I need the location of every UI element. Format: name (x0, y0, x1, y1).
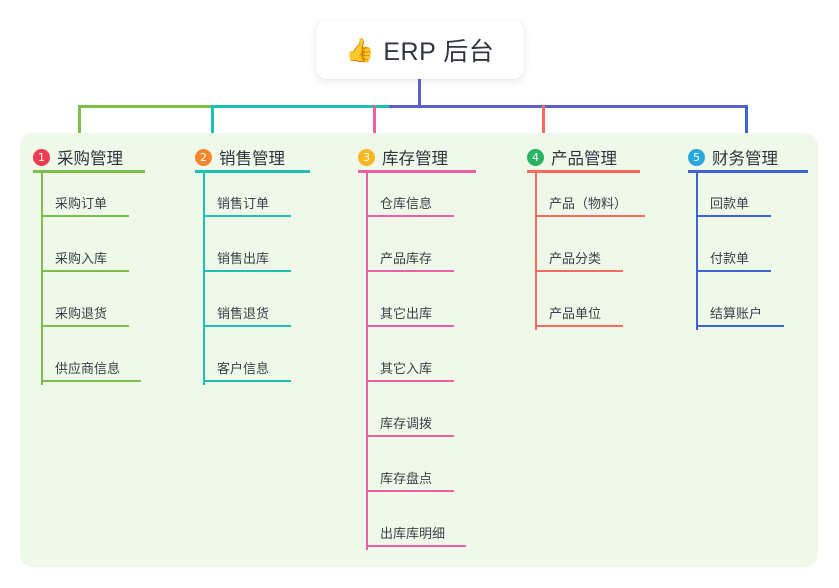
leaf-rule (366, 325, 454, 327)
number-badge-icon: 5 (688, 148, 705, 166)
number-badge-icon: 2 (195, 148, 212, 166)
column-spine (366, 170, 368, 550)
column-header-rule (358, 170, 476, 173)
leaf-label: 付款单 (710, 251, 750, 266)
column-header-3[interactable]: 3 库存管理 (358, 145, 448, 169)
leaf-label: 其它出库 (380, 306, 433, 321)
drop-product (542, 105, 545, 135)
leaf-rule (696, 215, 771, 217)
leaf-label: 其它入库 (380, 361, 433, 376)
column-header-rule (195, 170, 310, 173)
number-badge-icon: 3 (358, 148, 375, 166)
root-stem-connector (418, 79, 421, 106)
seg-green (78, 105, 213, 108)
column-spine (203, 170, 205, 385)
branch-panel: 1 采购管理采购订单采购入库采购退货供应商信息 2 销售管理销售订单销售出库销售退货客… (20, 133, 818, 567)
leaf-rule (366, 270, 454, 272)
column-header-rule (527, 170, 640, 173)
thumbs-up-icon: 👍 (345, 36, 375, 63)
leaf-label: 结算账户 (710, 306, 763, 321)
drop-inventory (373, 105, 376, 135)
column-header-rule (688, 170, 808, 173)
root-title: ERP 后台 (383, 38, 495, 66)
leaf-rule (203, 215, 291, 217)
leaf-label: 销售退货 (217, 306, 270, 321)
column-spine (535, 170, 537, 330)
leaf-rule (203, 270, 291, 272)
leaf-rule (203, 380, 291, 382)
leaf-rule (366, 215, 454, 217)
drop-purchase (78, 105, 81, 135)
leaf-rule (203, 325, 291, 327)
leaf-rule (41, 270, 129, 272)
leaf-label: 采购退货 (55, 306, 108, 321)
drop-sales (211, 105, 214, 135)
leaf-label: 回款单 (710, 196, 750, 211)
leaf-label: 产品分类 (549, 251, 602, 266)
column-header-5[interactable]: 5 财务管理 (688, 145, 778, 169)
leaf-label: 销售订单 (217, 196, 270, 211)
leaf-rule (535, 215, 645, 217)
leaf-label: 出库库明细 (380, 526, 446, 541)
column-header-1[interactable]: 1 采购管理 (33, 145, 123, 169)
column-spine (696, 170, 698, 330)
leaf-rule (366, 380, 454, 382)
column-title: 产品管理 (551, 150, 617, 168)
leaf-label: 销售出库 (217, 251, 270, 266)
leaf-label: 库存盘点 (380, 471, 433, 486)
leaf-label: 库存调拨 (380, 416, 433, 431)
leaf-rule (41, 325, 129, 327)
number-badge-icon: 4 (527, 148, 544, 166)
leaf-rule (696, 325, 784, 327)
column-header-rule (33, 170, 145, 173)
leaf-label: 客户信息 (217, 361, 270, 376)
leaf-label: 产品库存 (380, 251, 433, 266)
drop-finance (745, 105, 748, 135)
leaf-rule (366, 435, 454, 437)
leaf-rule (366, 545, 466, 547)
column-header-2[interactable]: 2 销售管理 (195, 145, 285, 169)
column-title: 销售管理 (219, 150, 285, 168)
leaf-rule (366, 490, 454, 492)
leaf-rule (535, 270, 623, 272)
number-badge-icon: 1 (33, 148, 50, 166)
leaf-label: 供应商信息 (55, 361, 121, 376)
seg-teal (213, 105, 389, 108)
column-title: 采购管理 (57, 150, 123, 168)
seg-indigo (389, 105, 748, 108)
column-title: 财务管理 (712, 150, 778, 168)
leaf-label: 产品单位 (549, 306, 602, 321)
leaf-rule (696, 270, 771, 272)
leaf-label: 采购入库 (55, 251, 108, 266)
column-spine (41, 170, 43, 385)
leaf-label: 采购订单 (55, 196, 108, 211)
root-node[interactable]: 👍 ERP 后台 (316, 21, 524, 79)
leaf-rule (535, 325, 623, 327)
leaf-rule (41, 380, 141, 382)
leaf-label: 仓库信息 (380, 196, 433, 211)
leaf-label: 产品（物料） (549, 196, 628, 211)
leaf-rule (41, 215, 129, 217)
column-header-4[interactable]: 4 产品管理 (527, 145, 617, 169)
column-title: 库存管理 (382, 150, 448, 168)
